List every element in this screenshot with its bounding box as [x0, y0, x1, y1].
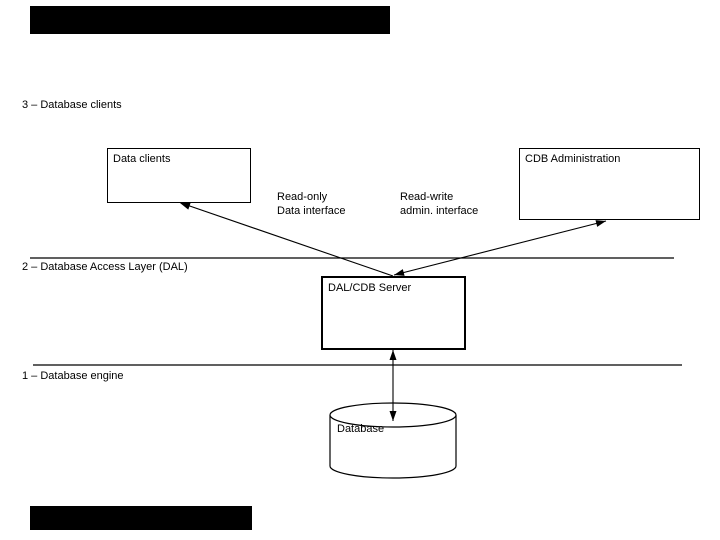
read-write-interface-line1: Read-write	[400, 191, 454, 203]
read-write-interface-line2: admin. interface	[400, 205, 479, 217]
layer-label-database-clients: 3 – Database clients	[22, 99, 122, 111]
node-data-clients: Data clients	[107, 148, 251, 203]
redacted-title-block	[30, 6, 390, 34]
node-cdb-administration-label: CDB Administration	[525, 153, 621, 165]
server-database-arrowhead-down	[389, 411, 397, 421]
layer-label-dal: 2 – Database Access Layer (DAL)	[22, 261, 188, 273]
read-write-arrow-line	[393, 220, 607, 276]
read-only-interface-line1: Read-only	[277, 191, 328, 203]
read-only-interface-label: Read-only Data interface	[277, 190, 345, 218]
redacted-footer-block	[30, 506, 252, 530]
node-dal-cdb-server: DAL/CDB Server	[321, 276, 466, 350]
read-only-arrow-line	[180, 202, 394, 277]
node-database-label: Database	[337, 423, 385, 435]
node-cdb-administration: CDB Administration	[519, 148, 700, 220]
node-dal-cdb-server-label: DAL/CDB Server	[328, 282, 412, 294]
read-only-interface-line2: Data interface	[277, 205, 346, 217]
read-only-arrowhead	[180, 202, 191, 210]
database-cylinder-body	[329, 415, 457, 479]
layer-label-database-engine: 1 – Database engine	[22, 370, 124, 382]
read-write-interface-label: Read-write admin. interface	[400, 190, 478, 218]
read-write-arrowhead-top	[595, 220, 606, 227]
read-write-arrowhead-bottom	[394, 269, 405, 276]
node-data-clients-label: Data clients	[113, 153, 171, 165]
server-database-arrowhead-up	[389, 350, 397, 360]
